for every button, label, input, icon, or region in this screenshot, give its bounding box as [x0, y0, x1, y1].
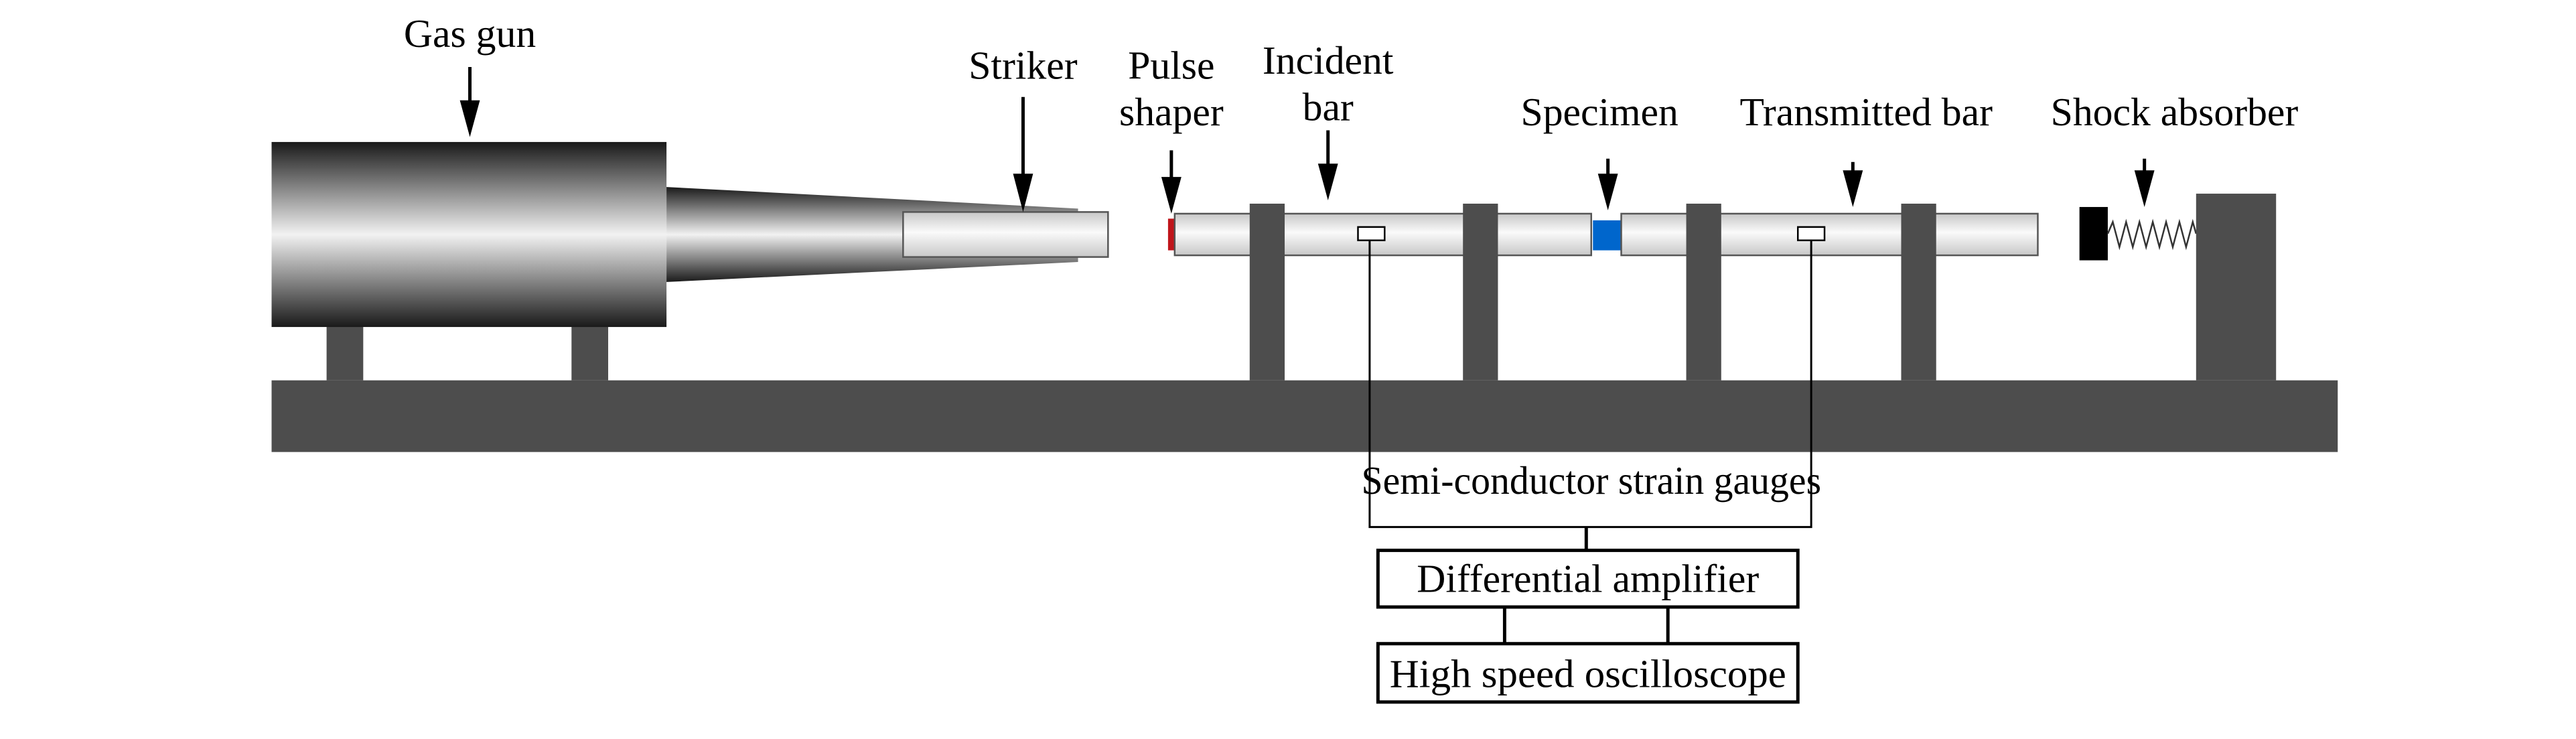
arrow-down-icon — [1317, 130, 1338, 200]
label-pulse-shaper-2: shaper — [1119, 90, 1224, 134]
bar-support — [1463, 203, 1498, 381]
arrow-down-icon — [1161, 150, 1182, 214]
differential-amplifier-box — [1376, 548, 1800, 609]
label-oscilloscope: High speed oscilloscope — [1390, 651, 1786, 695]
striker-bar — [902, 211, 1109, 258]
label-gas-gun: Gas gun — [404, 11, 536, 56]
gun-body — [271, 141, 667, 328]
arrow-down-icon — [1013, 96, 1033, 212]
strain-gauge-transmitted — [1796, 226, 1826, 241]
oscilloscope-box — [1376, 642, 1800, 704]
label-transmitted-bar: Transmitted bar — [1740, 90, 1993, 134]
label-pulse-shaper-1: Pulse — [1128, 43, 1214, 87]
label-differential-amplifier: Differential amplifier — [1417, 557, 1759, 601]
bar-support — [1249, 203, 1285, 381]
bar-support — [1686, 203, 1721, 381]
label-specimen: Specimen — [1521, 90, 1678, 134]
gun-barrel-cone — [666, 187, 1078, 282]
bar-support — [1901, 203, 1936, 381]
gun-leg — [571, 324, 609, 381]
label-incident-bar-1: Incident — [1263, 38, 1394, 82]
absorber-block — [2079, 206, 2108, 261]
arrow-down-icon — [1597, 158, 1618, 210]
spring-icon — [2106, 218, 2197, 251]
arrow-down-icon — [1843, 161, 1863, 207]
gun-leg — [326, 324, 364, 381]
strain-gauge-incident — [1357, 226, 1386, 241]
label-striker: Striker — [969, 43, 1078, 87]
gauge-wiring — [1368, 240, 1812, 644]
gas-gun — [271, 141, 1078, 381]
absorber-stand — [2196, 194, 2277, 381]
specimen — [1593, 220, 1622, 251]
label-strain-gauges: Semi-conductor strain gauges — [1361, 458, 1821, 502]
label-shock-absorber: Shock absorber — [2051, 90, 2299, 134]
arrow-down-icon — [2134, 158, 2155, 207]
base-frame — [271, 380, 2338, 452]
label-incident-bar-2: bar — [1303, 85, 1354, 129]
shock-absorber — [2079, 194, 2277, 381]
arrow-down-icon — [459, 66, 480, 137]
transmitted-bar — [1620, 212, 2039, 257]
arrows — [459, 66, 2155, 214]
